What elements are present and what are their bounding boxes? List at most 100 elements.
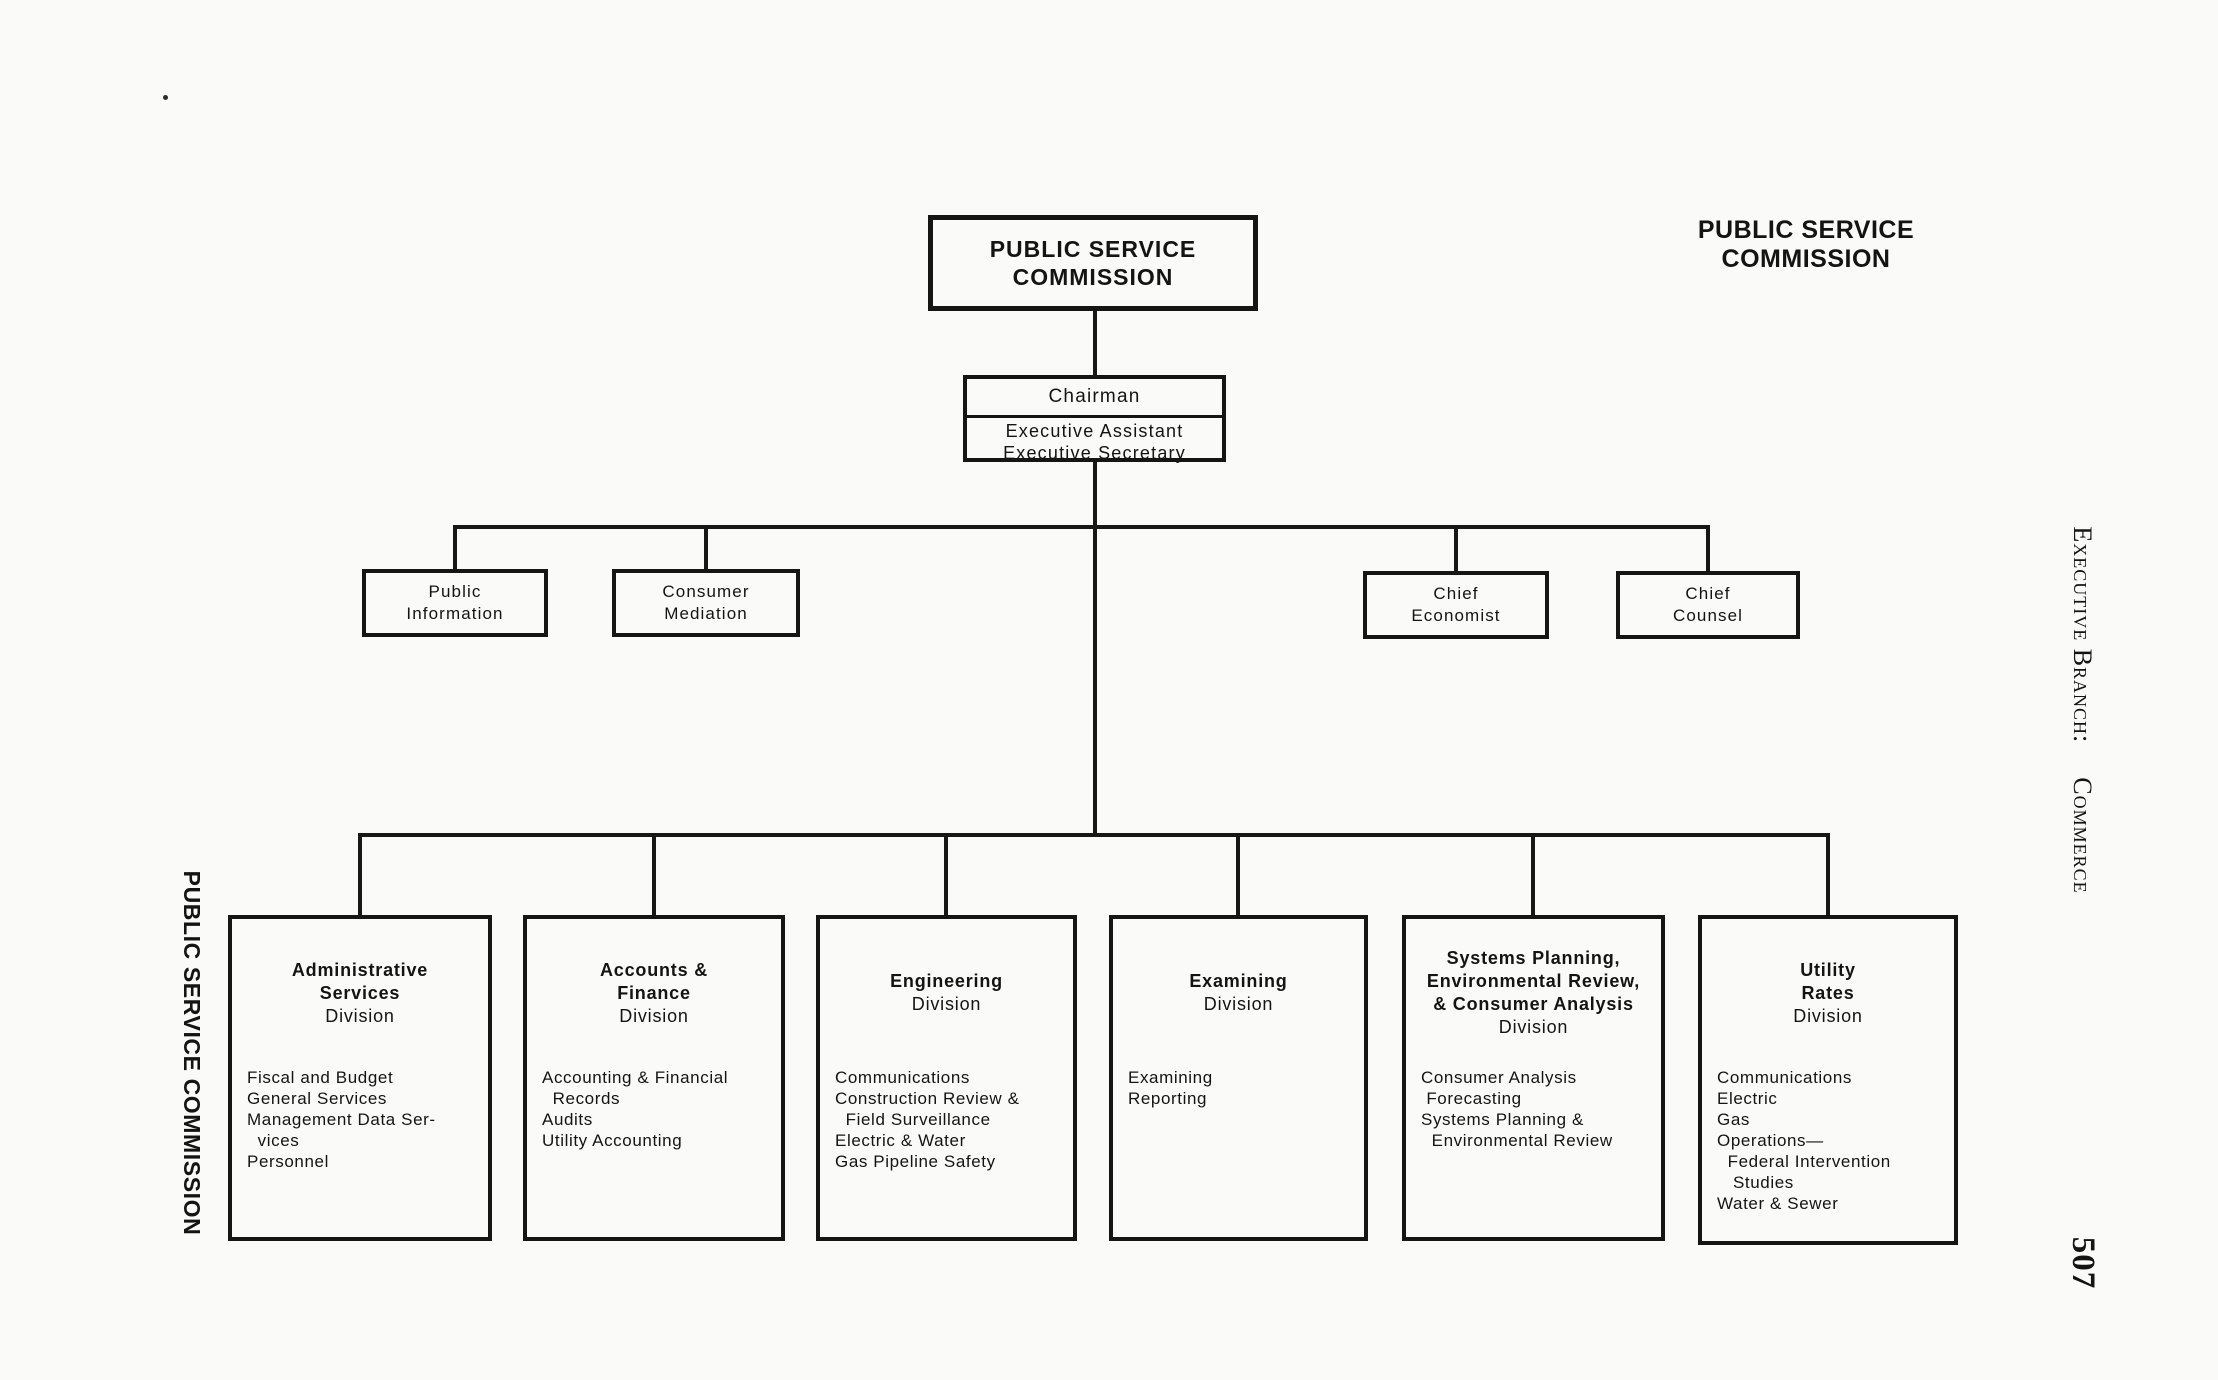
text-line: Communications <box>1717 1068 1853 1087</box>
staff-box-line: Public <box>428 582 482 601</box>
text-line: Rates <box>1801 982 1855 1003</box>
box-accounts-finance-division: Accounts &Finance Division Accounting & … <box>523 915 785 1241</box>
page-number: 507 <box>2065 1236 2101 1290</box>
box-public-information: Public Information <box>362 569 548 637</box>
division-title-lines: Examining <box>1113 970 1364 993</box>
connector-drop-chief-economist <box>1454 527 1458 573</box>
text-line: Personnel <box>247 1152 329 1171</box>
root-title-line: COMMISSION <box>1012 264 1174 290</box>
connector-division-rail <box>358 833 1830 837</box>
box-chairman: Chairman Executive Assistant Executive S… <box>963 375 1226 464</box>
staff-box-line: Chief <box>1685 584 1731 603</box>
connector-drop-division-6 <box>1826 835 1830 915</box>
text-line: Accounting & Financial <box>542 1068 729 1087</box>
text-line: Records <box>542 1089 621 1108</box>
text-line: Utility <box>1800 959 1856 980</box>
division-subtitle: Division <box>1498 1017 1569 1037</box>
connector-drop-division-2 <box>652 835 656 915</box>
text-line: Utility Accounting <box>542 1131 683 1150</box>
root-title-line: PUBLIC SERVICE <box>989 236 1197 262</box>
text-line: Fiscal and Budget <box>247 1068 394 1087</box>
staff-box-line: Information <box>406 604 504 623</box>
text-line: Electric <box>1717 1089 1778 1108</box>
text-line: Communications <box>835 1068 971 1087</box>
connector-drop-division-4 <box>1236 835 1240 915</box>
text-line: Engineering <box>890 971 1003 991</box>
text-line: Services <box>319 982 401 1003</box>
division-title-lines: Engineering <box>820 970 1073 993</box>
division-title-lines: Accounts &Finance <box>527 959 781 1005</box>
division-subtitle: Division <box>1793 1005 1863 1026</box>
connector-drop-division-5 <box>1531 835 1535 915</box>
text-line: Operations— <box>1717 1131 1824 1150</box>
text-line: Administrative <box>291 959 429 980</box>
connector-drop-division-1 <box>358 835 362 915</box>
division-title: Engineering Division <box>820 919 1073 1067</box>
division-title: Systems Planning, Environmental Review, & … <box>1406 919 1661 1067</box>
division-title: Examining Division <box>1113 919 1364 1067</box>
text-line: Examining <box>1128 1068 1213 1087</box>
staff-box-line: Consumer <box>662 582 750 601</box>
right-margin-section-label: Executive Branch: <box>2068 526 2097 744</box>
chairman-staff: Executive Assistant Executive Secretary <box>967 418 1222 464</box>
text-line: vices <box>247 1131 300 1150</box>
staff-box-line: Economist <box>1411 606 1501 625</box>
staff-box-line: Chief <box>1433 584 1479 603</box>
box-chief-counsel: Chief Counsel <box>1616 571 1800 639</box>
text-line: Forecasting <box>1421 1089 1522 1108</box>
text-line: Systems Planning, <box>1446 948 1621 968</box>
text-line: Accounts & <box>599 959 708 980</box>
text-line: Management Data Ser- <box>247 1110 436 1129</box>
text-line: Environmental Review, <box>1426 971 1641 991</box>
right-margin-chapter-label: Commerce <box>2068 777 2097 894</box>
left-margin-title: PUBLIC SERVICE COMMISSION <box>179 870 205 1236</box>
text-line: Finance <box>617 982 691 1003</box>
box-chief-economist: Chief Economist <box>1363 571 1549 639</box>
text-line: Electric & Water <box>835 1131 966 1150</box>
text-line: Examining <box>1189 971 1288 991</box>
text-line: Studies <box>1717 1173 1794 1192</box>
text-line: Reporting <box>1128 1089 1208 1108</box>
scan-speck <box>163 95 168 100</box>
connector-trunk <box>1093 460 1097 837</box>
chairman-staff-line: Executive Assistant <box>1005 421 1184 441</box>
connector-drop-public-information <box>453 527 457 571</box>
division-subtitle: Division <box>325 1005 395 1026</box>
connector-drop-division-3 <box>944 835 948 915</box>
division-subtitle: Division <box>619 1005 689 1026</box>
text-line: Water & Sewer <box>1717 1194 1839 1213</box>
division-title-lines: Systems Planning, Environmental Review, & … <box>1406 947 1661 1016</box>
box-consumer-mediation: Consumer Mediation <box>612 569 800 637</box>
text-line: General Services <box>247 1089 387 1108</box>
text-line: Federal Intervention <box>1717 1152 1891 1171</box>
box-public-service-commission: PUBLIC SERVICE COMMISSION <box>928 215 1258 311</box>
text-line: Field Surveillance <box>835 1110 991 1129</box>
connector-drop-chief-counsel <box>1706 527 1710 573</box>
chairman-staff-line: Executive Secretary <box>1003 443 1186 463</box>
text-line: Systems Planning & <box>1421 1110 1584 1129</box>
text-line: Gas Pipeline Safety <box>835 1152 996 1171</box>
division-title: Accounts &Finance Division <box>527 919 781 1067</box>
text-line: Consumer Analysis <box>1421 1068 1577 1087</box>
connector-staff-rail <box>453 525 1710 529</box>
division-subtitle: Division <box>1203 994 1274 1014</box>
chairman-label: Chairman <box>967 379 1222 418</box>
text-line: Audits <box>542 1110 593 1129</box>
staff-box-line: Counsel <box>1672 606 1744 625</box>
box-systems-planning-division: Systems Planning, Environmental Review, & … <box>1402 915 1665 1241</box>
text-line: & Consumer Analysis <box>1433 994 1634 1014</box>
connector-root-to-chairman <box>1093 309 1097 379</box>
